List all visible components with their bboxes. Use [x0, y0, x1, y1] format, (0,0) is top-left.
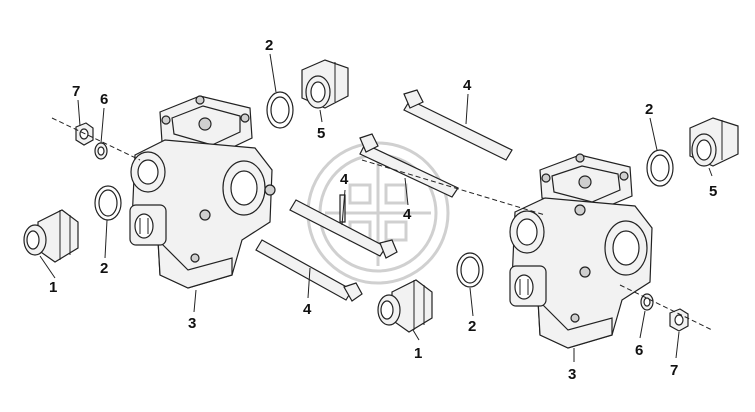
right-bolt-4 — [403, 89, 513, 161]
callout-right-5: 5 — [709, 183, 717, 200]
callout-right-6: 6 — [635, 342, 643, 359]
callout-middle-4a: 4 — [340, 171, 349, 188]
callout-right-3: 3 — [568, 366, 576, 383]
callout-labels: 7 6 2 5 2 1 3 4 4 4 4 2 5 2 1 3 6 7 — [49, 37, 717, 383]
right-fitting-5 — [689, 117, 739, 167]
left-seal-ring-2-bottom — [94, 185, 122, 221]
left-nut-7 — [75, 122, 94, 146]
callout-right-4: 4 — [463, 77, 472, 94]
watermark-logo — [306, 141, 450, 285]
left-seal-ring-2-top — [266, 91, 294, 129]
left-fitting-1 — [23, 209, 79, 263]
callout-left-2-top: 2 — [265, 37, 273, 54]
right-seal-ring-2-bottom — [456, 252, 484, 288]
right-fitting-1 — [377, 279, 433, 333]
callout-right-7: 7 — [670, 362, 678, 379]
callout-left-3: 3 — [188, 315, 196, 332]
callout-middle-4b: 4 — [403, 206, 412, 223]
left-fitting-5 — [301, 59, 349, 109]
right-seal-ring-2-top — [646, 149, 674, 187]
left-bolts-4 — [255, 199, 398, 302]
callout-left-7: 7 — [72, 83, 80, 100]
callout-left-4: 4 — [303, 301, 312, 318]
callout-right-1: 1 — [414, 345, 422, 362]
callout-left-6: 6 — [100, 91, 108, 108]
callout-left-1: 1 — [49, 279, 57, 296]
right-nut-7 — [669, 308, 689, 332]
right-valve-body — [509, 153, 653, 349]
callout-left-5: 5 — [317, 125, 325, 142]
right-washer-6 — [640, 293, 654, 311]
leader-lines — [39, 53, 713, 362]
left-valve-body — [129, 95, 276, 289]
callout-right-2-top: 2 — [645, 101, 653, 118]
callout-right-2-bottom: 2 — [468, 318, 476, 335]
middle-bolts-4 — [339, 133, 459, 223]
callout-left-2-bottom: 2 — [100, 260, 108, 277]
left-washer-6 — [94, 142, 108, 160]
